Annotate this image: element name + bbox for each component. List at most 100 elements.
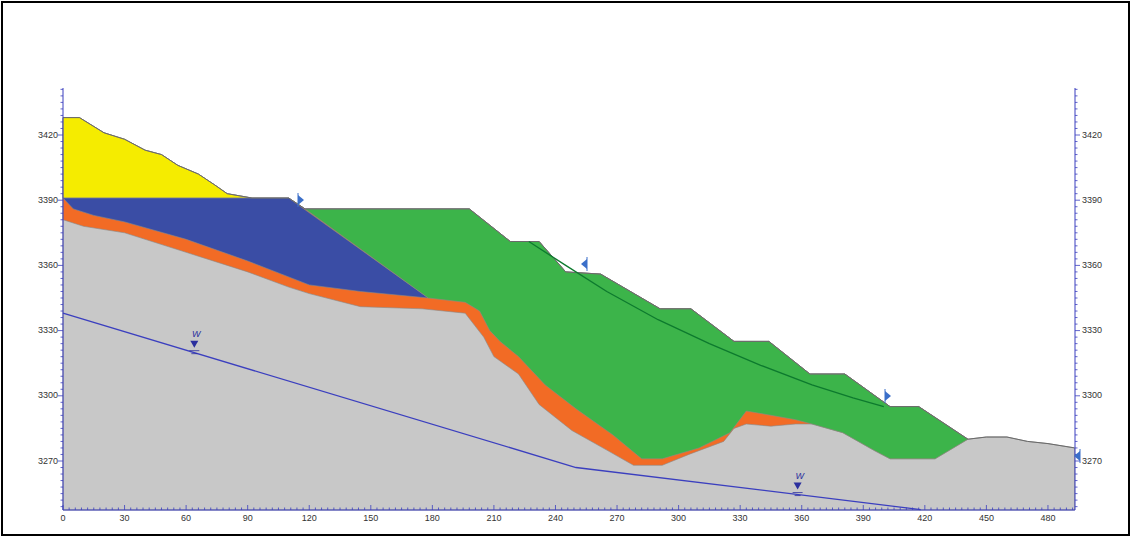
axis-tick <box>967 508 968 511</box>
axis-label: 3300 <box>1082 391 1102 400</box>
axis-tick <box>924 505 925 510</box>
axis-tick <box>592 508 593 511</box>
axis-tick <box>961 508 962 511</box>
axis-label: 3270 <box>1082 457 1102 466</box>
axis-tick <box>192 508 193 511</box>
axis-tick <box>444 508 445 511</box>
axis-tick <box>617 505 618 510</box>
axis-tick <box>61 193 64 194</box>
axis-tick <box>61 252 64 253</box>
axis-tick <box>167 508 168 511</box>
axis-tick <box>1075 434 1078 435</box>
axis-tick <box>61 441 64 442</box>
axis-tick <box>715 508 716 511</box>
axis-tick <box>61 258 64 259</box>
axis-tick <box>1075 141 1078 142</box>
axis-tick <box>604 508 605 511</box>
axis-tick <box>303 508 304 511</box>
axis-tick <box>1075 447 1078 448</box>
axis-label: 330 <box>733 514 748 523</box>
axis-tick <box>1075 278 1078 279</box>
axis-tick <box>346 508 347 511</box>
axis-tick <box>61 213 64 214</box>
axis-tick <box>1075 213 1078 214</box>
axis-tick <box>758 508 759 511</box>
axis-tick <box>61 245 64 246</box>
axis-tick <box>61 219 64 220</box>
axis-tick <box>61 298 64 299</box>
section-marker <box>1074 451 1080 461</box>
axis-tick <box>383 508 384 511</box>
axis-tick <box>61 350 64 351</box>
axis-tick <box>506 508 507 511</box>
axis-tick <box>463 508 464 511</box>
axis-tick <box>58 200 63 201</box>
axis-tick <box>438 508 439 511</box>
axis-tick <box>1075 474 1078 475</box>
axis-tick <box>850 508 851 511</box>
axis-tick <box>1054 508 1055 511</box>
axis-tick <box>1075 291 1078 292</box>
axis-tick <box>1004 508 1005 511</box>
axis-tick <box>826 508 827 511</box>
axis-label: 3420 <box>38 131 58 140</box>
axis-tick <box>943 508 944 511</box>
axis-tick <box>389 508 390 511</box>
axis-tick <box>61 89 64 90</box>
axis-tick <box>518 508 519 511</box>
axis-tick <box>838 508 839 511</box>
axis-tick <box>290 508 291 511</box>
axis-tick <box>777 508 778 511</box>
axis-tick <box>1023 508 1024 511</box>
axis-tick <box>1075 200 1080 201</box>
axis-label: 3300 <box>38 391 58 400</box>
axis-tick <box>1035 508 1036 511</box>
axis-tick <box>666 508 667 511</box>
axis-tick <box>1047 505 1048 510</box>
axis-tick <box>340 508 341 511</box>
axis-tick <box>949 508 950 511</box>
axis-tick <box>814 508 815 511</box>
axis-tick <box>61 187 64 188</box>
axis-tick <box>783 508 784 511</box>
axis-tick <box>770 508 771 511</box>
axis-tick <box>235 508 236 511</box>
axis-tick <box>475 508 476 511</box>
axis-tick <box>900 508 901 511</box>
axis-tick <box>881 508 882 511</box>
axis-tick <box>1075 350 1078 351</box>
axis-tick <box>61 278 64 279</box>
axis-tick <box>1075 161 1078 162</box>
axis-tick <box>1075 493 1078 494</box>
axis-tick <box>1075 461 1080 462</box>
axis-tick <box>894 508 895 511</box>
axis-tick <box>61 141 64 142</box>
axis-tick <box>61 174 64 175</box>
axis-tick <box>832 508 833 511</box>
axis-tick <box>906 508 907 511</box>
section-marker <box>885 391 891 401</box>
axis-tick <box>1075 408 1078 409</box>
axis-tick <box>106 508 107 511</box>
axis-tick <box>149 508 150 511</box>
axis-tick <box>1075 415 1078 416</box>
axis-tick <box>315 508 316 511</box>
axis-tick <box>58 135 63 136</box>
axis-tick <box>155 508 156 511</box>
axis-tick <box>58 330 63 331</box>
axis-tick <box>709 508 710 511</box>
axis-tick <box>703 508 704 511</box>
axis-tick <box>278 508 279 511</box>
axis-tick <box>820 508 821 511</box>
bedrock-layer <box>63 118 1075 510</box>
axis-label: 420 <box>917 514 932 523</box>
axis-tick <box>61 382 64 383</box>
axis-tick <box>1075 206 1078 207</box>
axis-tick <box>955 508 956 511</box>
axis-tick <box>930 508 931 511</box>
axis-tick <box>586 508 587 511</box>
axis-tick <box>179 508 180 511</box>
axis-label: 180 <box>425 514 440 523</box>
axis-tick <box>210 508 211 511</box>
axis-tick <box>61 232 64 233</box>
